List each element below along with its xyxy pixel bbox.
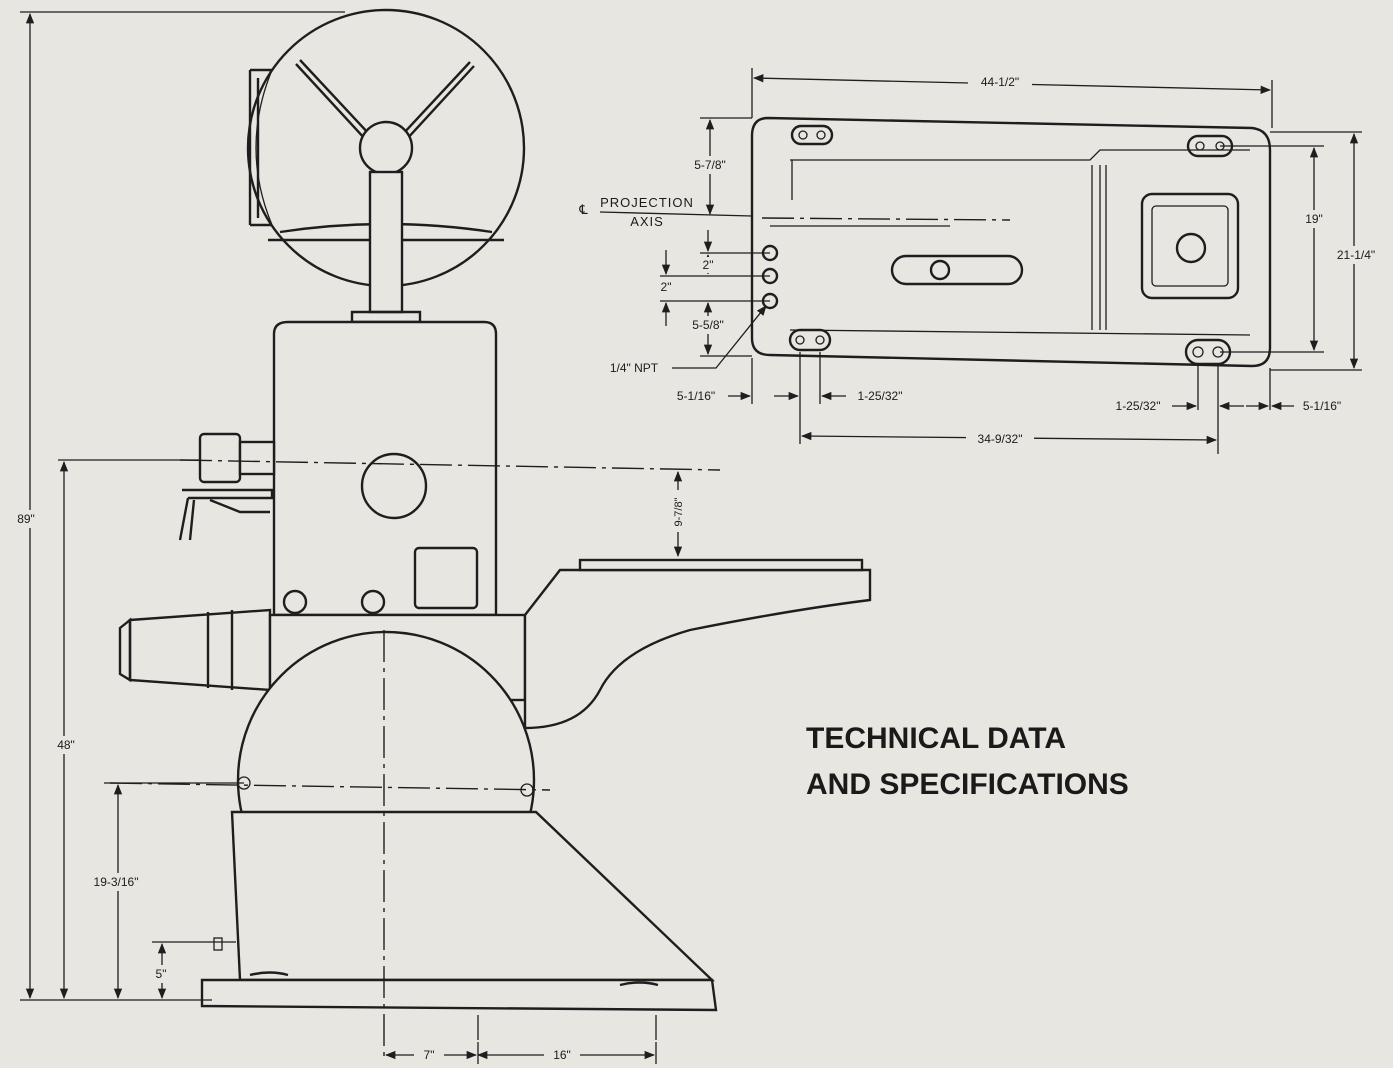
title-block: TECHNICAL DATA AND SPECIFICATIONS — [806, 722, 1129, 801]
dim-right-slot: 1-25/32" — [1116, 399, 1161, 413]
projection-label: PROJECTION — [600, 195, 694, 210]
npt-label: 1/4" NPT — [610, 361, 659, 375]
projection-lens — [178, 432, 276, 541]
projector-side-view — [109, 8, 872, 1060]
dim-axis-height: 48" — [57, 738, 75, 752]
dim-base-offset: 7" — [424, 1048, 435, 1062]
dim-overall-width: 21-1/4" — [1337, 248, 1375, 262]
centerline-symbol: ℄ — [578, 202, 588, 217]
base-plan-view — [750, 116, 1272, 368]
dim-edge-to-axis: 5-7/8" — [694, 158, 726, 172]
dim-overall-length: 44-1/2" — [981, 75, 1019, 89]
support-arm — [523, 558, 872, 730]
dim-port-spacing-1: 2" — [703, 258, 714, 272]
side-view-dimensions: 89" 48" 19-3/16" 5" 9-7/8" 7" 16" — [12, 11, 688, 1064]
dim-port-spacing-2: 2" — [661, 280, 672, 294]
title-line-2: AND SPECIFICATIONS — [806, 768, 1129, 801]
plan-view-dimensions: 44-1/2" 21-1/4" 19" 5-7/8" ℄ PROJECTION … — [578, 68, 1386, 454]
dim-bolt-spacing-length: 34-9/32" — [978, 432, 1023, 446]
dim-right-edge-offset: 5-1/16" — [1303, 399, 1341, 413]
dim-base-slot: 16" — [553, 1048, 571, 1062]
dim-axis-to-table: 9-7/8" — [673, 497, 685, 526]
title-line-1: TECHNICAL DATA — [806, 722, 1066, 755]
projector-head — [272, 320, 498, 617]
pedestal — [200, 810, 718, 1040]
dim-left-edge-offset: 5-1/16" — [677, 389, 715, 403]
dim-motor-center-height: 19-3/16" — [94, 875, 139, 889]
dim-port-to-edge: 5-5/8" — [692, 318, 724, 332]
dim-overall-height: 89" — [17, 512, 35, 526]
dim-left-slot: 1-25/32" — [858, 389, 903, 403]
axis-label: AXIS — [630, 214, 664, 229]
drive-motor — [118, 608, 272, 692]
dim-base-height: 5" — [156, 967, 167, 981]
dim-bolt-spacing-width: 19" — [1305, 212, 1323, 226]
reel-arm — [350, 170, 422, 324]
